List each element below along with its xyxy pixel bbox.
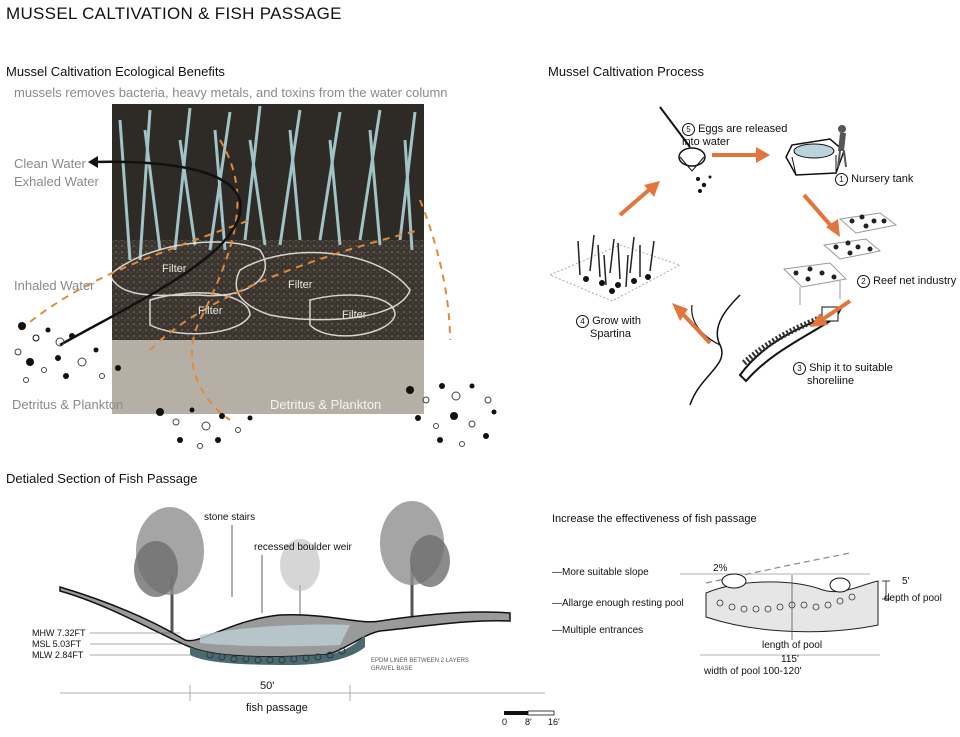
clean-water-text: Clean Water [14, 156, 86, 171]
net-handle [659, 106, 691, 148]
fish-passage-caption: fish passage [246, 702, 308, 714]
depth-label: depth of pool [884, 593, 942, 604]
exhaled-water-text: Exhaled Water [14, 174, 99, 189]
step-text: shoreliine [807, 375, 855, 387]
benefits-subheading: mussels removes bacteria, heavy metals, … [14, 85, 448, 100]
slope-line [705, 552, 851, 584]
width-label: width of pool 100-120' [704, 666, 802, 677]
detritus-left-label: Detritus & Plankton [12, 397, 124, 412]
inhaled-water-label: Inhaled Water [14, 278, 95, 293]
arrowheads [644, 147, 840, 327]
scale-bar-white [527, 710, 555, 716]
particles-left [14, 322, 121, 383]
step-text: Ship it to suitable [809, 362, 893, 374]
step-text: Grow with [592, 315, 641, 327]
item-text: More suitable slope [562, 567, 649, 578]
step-number: 2 [857, 275, 870, 288]
effectiveness-heading: Increase the effectiveness of fish passa… [552, 513, 757, 525]
step-2-label: 2 Reef net industry [857, 275, 956, 288]
step-1-label: 1 Nursery tank [835, 173, 913, 186]
reef-net-icon [782, 212, 898, 305]
boulder-weir-label: recessed boulder weir [254, 542, 352, 553]
scale-0: 0 [502, 717, 508, 727]
page-title: MUSSEL CALTIVATION & FISH PASSAGE [6, 4, 342, 23]
pool-diagram [680, 552, 890, 656]
stone-stairs-label: stone stairs [204, 512, 256, 523]
step-number: 5 [682, 123, 695, 136]
process-diagram [548, 106, 898, 406]
item-entrances: —Multiple entrances [552, 625, 644, 636]
tree-right [380, 501, 450, 625]
net-icon [678, 147, 706, 167]
scale-8: 8' [525, 717, 532, 727]
step-5-label: 5 Eggs are released into water [682, 123, 787, 149]
water [200, 624, 350, 647]
item-pool: —Allarge enough resting pool [552, 598, 684, 609]
msl-label: MSL 5.03FT [32, 639, 82, 649]
item-text: Allarge enough resting pool [562, 598, 684, 609]
coastline [689, 294, 741, 406]
mhw-label: MHW 7.32FT [32, 628, 86, 638]
item-slope: —More suitable slope [552, 567, 649, 578]
mlw-label: MLW 2.84FT [32, 650, 84, 660]
step-text: Eggs are released [698, 123, 788, 135]
clean-water-label: Clean Water Exhaled Water [14, 155, 99, 191]
liner-note: EPDM LINER BETWEEN 2 LAYERS [371, 658, 469, 664]
particles-right [406, 383, 497, 447]
benefits-heading: Mussel Caltivation Ecological Benefits [6, 64, 225, 79]
step-text: Nursery tank [851, 173, 914, 185]
filter-label: Filter [342, 309, 367, 321]
step-number: 3 [793, 362, 806, 375]
step-number: 1 [835, 173, 848, 186]
filter-label: Filter [198, 305, 223, 317]
step-number: 4 [576, 315, 589, 328]
particles-middle [156, 407, 253, 449]
slope-value: 2% [713, 563, 728, 574]
item-text: Multiple entrances [562, 625, 644, 636]
filter-label: Filter [288, 279, 313, 291]
scale-bar-black [504, 711, 528, 715]
detritus-right-label: Detritus & Plankton [270, 397, 382, 412]
section-heading: Detialed Section of Fish Passage [6, 471, 198, 486]
step-text: Spartina [590, 328, 631, 340]
process-heading: Mussel Caltivation Process [548, 64, 705, 79]
flow-arrowhead [88, 156, 98, 168]
process-arrows [618, 153, 852, 345]
step-text: Reef net industry [873, 275, 957, 287]
dimension-50: 50' [260, 680, 275, 692]
scale-16: 16' [548, 717, 560, 727]
ground-profile [59, 585, 511, 658]
depth-value: 5' [902, 576, 910, 587]
length-value: 115' [781, 654, 799, 665]
step-text: into water [682, 136, 730, 148]
grass-blades [118, 105, 417, 261]
tree-middle [280, 539, 320, 615]
step-4-label: 4 Grow with Spartina [576, 315, 641, 341]
flow-dashes [19, 139, 451, 421]
water-level-lines [90, 632, 190, 656]
gravel-note: GRAVEL BASE [371, 666, 413, 672]
step-3-label: 3 Ship it to suitable shoreliine [793, 362, 893, 388]
length-label: length of pool [762, 640, 823, 651]
nursery-tank-icon [785, 125, 847, 176]
spartina-icon [548, 234, 682, 302]
filter-label: Filter [162, 263, 187, 275]
flow-line [59, 160, 242, 347]
fish-passage-section [59, 501, 555, 716]
tree-left [134, 507, 204, 635]
mussel-filter-illustration: Filter Filter Filter Filter [14, 104, 497, 449]
